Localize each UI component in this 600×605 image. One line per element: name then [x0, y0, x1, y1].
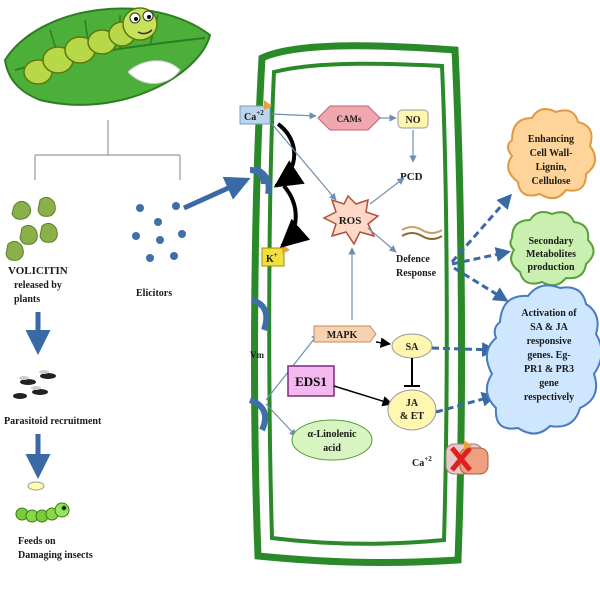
linolenic-line-1: α-Linolenic [308, 429, 357, 440]
eds1-node [287, 365, 335, 397]
sa-label: SA [406, 342, 420, 353]
activation-line-5: PR1 & PR3 [524, 364, 574, 375]
cell-wall-line-2: Cell Wall- [530, 148, 573, 159]
ja-label: JA [406, 398, 419, 409]
activation-line-1: Activation of [521, 308, 577, 319]
blocked-cross-icon [450, 446, 472, 472]
ca-bottom-flag-icon [464, 440, 472, 450]
elicitors-label: Elicitors [136, 288, 172, 299]
k-channel [261, 247, 285, 267]
volicitin-line-3: plants [14, 294, 40, 305]
leaf-bracket [34, 120, 181, 180]
mapk-node [313, 325, 377, 343]
k-cycle-arrow [279, 184, 311, 248]
cloud-cell-wall [507, 108, 597, 200]
cloud-gene-activation [485, 284, 600, 435]
defence-outcome-arrows [431, 193, 512, 414]
volicitin-particles [5, 196, 58, 261]
volicitin-line-2: released by [14, 280, 62, 291]
secondary-line-1: Secondary [529, 236, 574, 247]
activation-line-4: genes. Eg- [527, 350, 570, 361]
ca-top-flag-icon [264, 100, 272, 110]
activation-line-7: respectively [524, 392, 574, 403]
feeds-line-1: Feeds on [18, 536, 56, 547]
linolenic-line-2: acid [323, 443, 341, 454]
cloud-secondary-metabolites [509, 211, 595, 287]
ja-et-node [387, 389, 437, 431]
mapk-label: MAPK [327, 330, 358, 341]
elicitor-particles [132, 202, 186, 262]
defence-line-2: Response [396, 268, 437, 279]
leaf-caterpillar-illustration [3, 7, 212, 106]
ca-top-label: Ca+2 [244, 109, 264, 123]
cell-wall-inner [267, 61, 449, 546]
cams-label: CAMs [337, 114, 362, 124]
parasitoid-label: Parasitoid recruitment [4, 416, 102, 427]
pcd-label: PCD [400, 171, 423, 183]
ca-bottom-label: Ca+2 [412, 455, 432, 469]
secondary-line-3: production [527, 262, 574, 273]
small-caterpillar [15, 481, 70, 523]
activation-line-3: responsive [527, 336, 572, 347]
membrane-receptors [248, 165, 272, 432]
k-label: K+ [266, 251, 278, 265]
cell-wall-line-1: Enhancing [528, 134, 574, 145]
et-label: & ET [400, 411, 425, 422]
parasitoid-wasps [13, 370, 56, 399]
dna-icon [401, 226, 443, 234]
feeds-line-2: Damaging insects [18, 550, 93, 561]
ca-channel-top [239, 105, 271, 125]
ros-node [322, 194, 380, 246]
volicitin-line-1: VOLICITIN [8, 265, 68, 277]
cell-wall-outer [251, 42, 466, 567]
no-label: NO [406, 115, 421, 126]
defence-line-1: Defence [396, 254, 430, 265]
activation-line-6: gene [539, 378, 559, 389]
ros-label: ROS [339, 215, 362, 227]
secondary-line-2: Metabolites [526, 249, 576, 260]
vm-label: Vm [250, 350, 264, 360]
activation-line-2: SA & JA [530, 322, 569, 333]
cell-wall-line-4: Cellulose [532, 176, 571, 187]
linolenic-node [291, 419, 373, 461]
cell-wall-line-3: Lignin, [536, 162, 567, 173]
elicitor-to-receptor-arrow [182, 176, 251, 211]
no-node [397, 109, 429, 129]
ca-cycle-arrow [273, 122, 305, 188]
eds1-label: EDS1 [295, 374, 327, 389]
